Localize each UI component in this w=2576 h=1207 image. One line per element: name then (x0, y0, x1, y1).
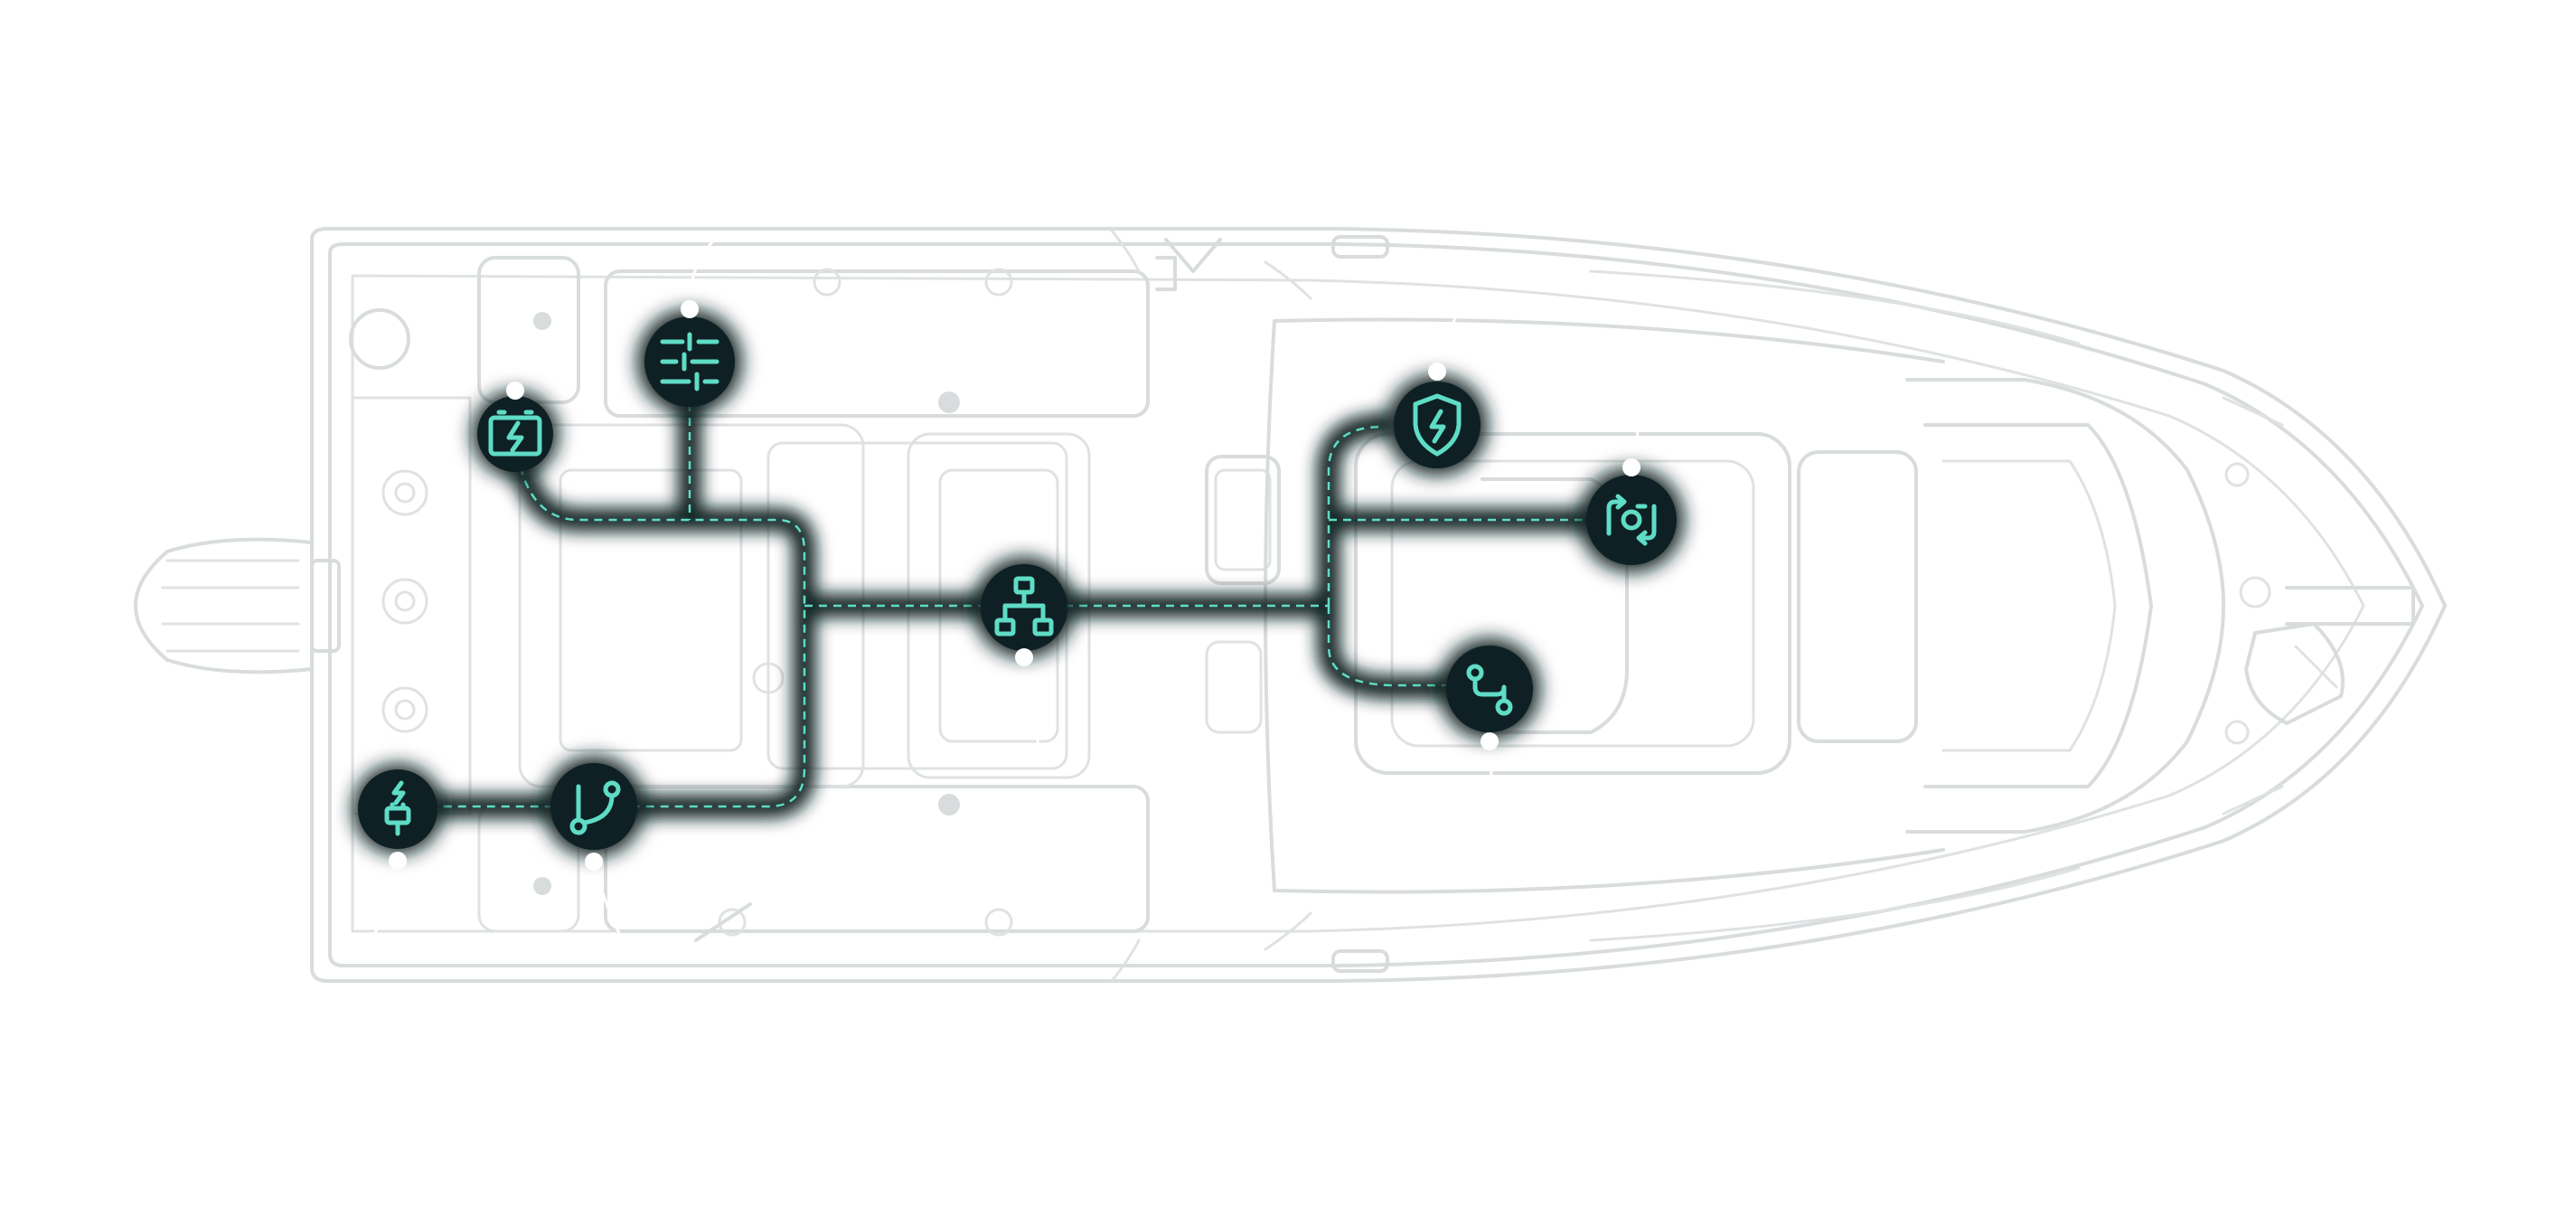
node-hub[interactable] (973, 557, 1075, 751)
route-switch-icon (1466, 664, 1513, 716)
node-shore-power[interactable] (353, 764, 443, 941)
camera-sync-icon (1606, 494, 1657, 546)
wiring-network (386, 377, 1639, 818)
node-routing[interactable] (1439, 638, 1540, 778)
route-branch-icon (569, 780, 621, 835)
node-controls[interactable] (637, 239, 742, 414)
shield-lightning-icon (1413, 393, 1462, 457)
sliders-icon (660, 332, 719, 391)
plug-charge-icon (384, 780, 411, 836)
node-protection[interactable] (1387, 288, 1488, 476)
network-nodes (353, 239, 1684, 959)
node-branch[interactable] (543, 756, 644, 959)
network-hub-icon (994, 576, 1054, 637)
battery-charge-icon (488, 410, 542, 457)
node-camera[interactable] (1579, 420, 1684, 572)
node-battery[interactable] (472, 338, 559, 477)
